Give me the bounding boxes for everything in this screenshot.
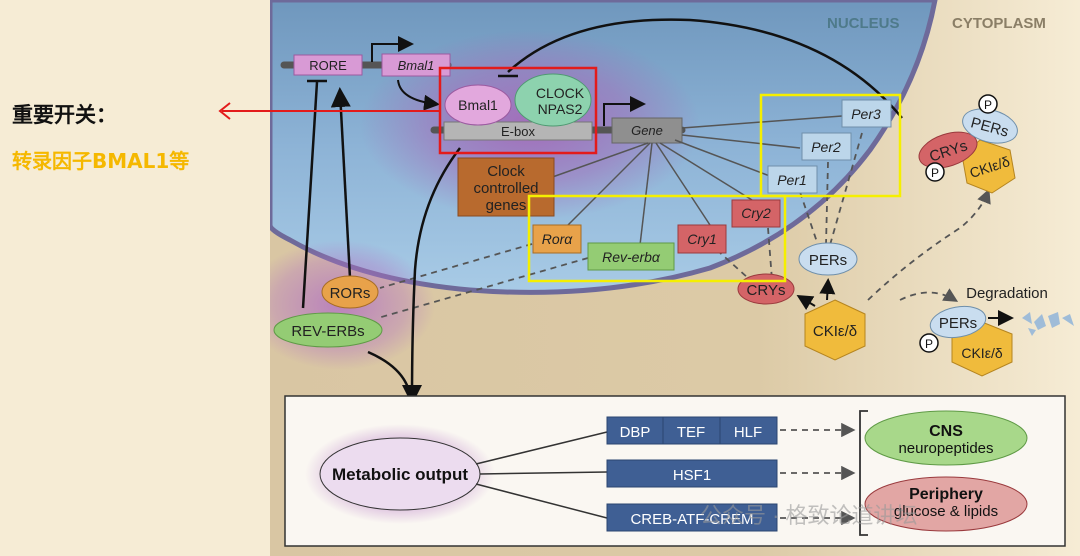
- cry2-label: Cry2: [741, 205, 771, 221]
- per1-box: [767, 165, 818, 194]
- bmal1-translation-arrow: [397, 79, 440, 111]
- periphery-ellipse: [864, 476, 1028, 532]
- pers-degradation: [929, 305, 987, 339]
- ccg-label-1: Clock: [487, 163, 525, 180]
- cns-title: CNS: [929, 423, 963, 440]
- gene-box: [611, 117, 683, 144]
- tef-label: TEF: [677, 424, 705, 441]
- phospho-label: P: [925, 337, 933, 351]
- hsf1-box: [606, 459, 778, 488]
- highlight-yellow-box-targets: [527, 194, 787, 283]
- reverba-label: Rev-erbα: [602, 249, 661, 265]
- translation-dashes: [377, 132, 991, 319]
- phospho-label: P: [931, 166, 939, 180]
- bmal1-protein-label: Bmal1: [458, 97, 498, 113]
- pers-protein: [798, 242, 858, 276]
- bmal1-protein: [444, 84, 512, 126]
- ccg-box: [457, 157, 555, 217]
- highlight-yellow-box-per: [759, 93, 902, 198]
- cns-subtitle: neuropeptides: [898, 440, 993, 457]
- crys-label: CRYs: [747, 282, 786, 299]
- cki-hexagon: [804, 299, 866, 361]
- dbp-label: DBP: [620, 424, 651, 441]
- clock-label: CLOCK: [536, 85, 585, 101]
- annotation-title: 重要开关：: [12, 103, 117, 127]
- crys-complex: [918, 131, 978, 169]
- pers-degradation-label: PERs: [939, 315, 977, 332]
- clock-npas2-protein: [514, 73, 592, 127]
- reverba-box: [587, 242, 675, 271]
- cki-degradation-label: CKIε/δ: [961, 345, 1002, 361]
- npas2-label: NPAS2: [538, 101, 583, 117]
- nucleus-label: NUCLEUS: [827, 15, 900, 32]
- creb-label: CREB-ATF-CREM: [630, 511, 753, 528]
- phospho-label: P: [984, 98, 992, 112]
- phospho-icon: [925, 162, 945, 182]
- output-links: [475, 431, 608, 519]
- cytoplasm-label: CYTOPLASM: [952, 15, 1046, 32]
- periphery-subtitle: glucose & lipids: [894, 503, 998, 520]
- cns-ellipse: [864, 410, 1028, 466]
- rors-activation-arrow: [330, 87, 352, 279]
- cry1-box: [677, 224, 727, 254]
- creb-box: [606, 503, 778, 532]
- per1-label: Per1: [777, 172, 807, 188]
- per3-box: [841, 99, 892, 128]
- watermark: 公众号 · 格致论道讲坛: [700, 503, 918, 528]
- per2-box: [801, 132, 852, 161]
- target-bracket: [859, 410, 868, 536]
- rore-box: [293, 54, 363, 76]
- rors-protein: [321, 275, 379, 309]
- cki-to-pers-arrow: [819, 278, 836, 301]
- phospho-icon: [919, 333, 939, 353]
- reverbs-repression-line: [301, 81, 319, 309]
- gene-label: Gene: [631, 123, 663, 138]
- degraded-fragments-icon: [1022, 312, 1074, 336]
- annotation-subtitle: 转录因子BMAL1等: [12, 149, 190, 173]
- bmal1-gene-box: [381, 53, 451, 77]
- rors-label: RORs: [330, 285, 371, 302]
- periphery-title: Periphery: [909, 486, 983, 503]
- output-dashes: [780, 422, 856, 526]
- reverbs-label: REV-ERBs: [291, 323, 364, 340]
- ebox-label: E-box: [501, 124, 535, 139]
- bmal1-gene-label: Bmal1: [398, 58, 435, 73]
- pers-label: PERs: [809, 252, 847, 269]
- ebox-box: [443, 121, 593, 141]
- hsf1-label: HSF1: [673, 467, 711, 484]
- per2-label: Per2: [811, 139, 841, 155]
- cry1-label: Cry1: [687, 231, 717, 247]
- rora-label: Rorα: [542, 231, 574, 247]
- per3-label: Per3: [851, 106, 881, 122]
- hlf-label: HLF: [734, 424, 762, 441]
- ccg-label-3: genes: [486, 197, 527, 214]
- dbp-tef-hlf-box: [606, 416, 778, 445]
- gene-tss-arrow: [603, 96, 646, 126]
- rora-box: [532, 224, 582, 254]
- phospho-icon: [978, 94, 998, 114]
- circadian-clock-diagram: NUCLEUS CYTOPLASM RORE Bmal1 E-box CLOCK…: [270, 0, 1080, 556]
- red-pointer-arrow: [218, 102, 280, 120]
- ccg-to-output-arrow: [402, 147, 461, 405]
- ccg-label-2: controlled: [473, 180, 538, 197]
- annotation-panel: 重要开关： 转录因子BMAL1等: [0, 0, 270, 556]
- cki-to-crys-arrow: [796, 294, 816, 311]
- cki-label: CKIε/δ: [813, 323, 857, 340]
- degradation-label: Degradation: [966, 285, 1048, 302]
- metabolic-output-label: Metabolic output: [332, 465, 468, 484]
- bmal1-tss-arrow: [371, 36, 414, 62]
- rore-label: RORE: [309, 58, 347, 73]
- reverbs-to-output-line: [367, 350, 412, 396]
- repression-curve: [507, 18, 903, 119]
- cry2-box: [731, 199, 781, 228]
- reverbs-protein: [273, 312, 383, 348]
